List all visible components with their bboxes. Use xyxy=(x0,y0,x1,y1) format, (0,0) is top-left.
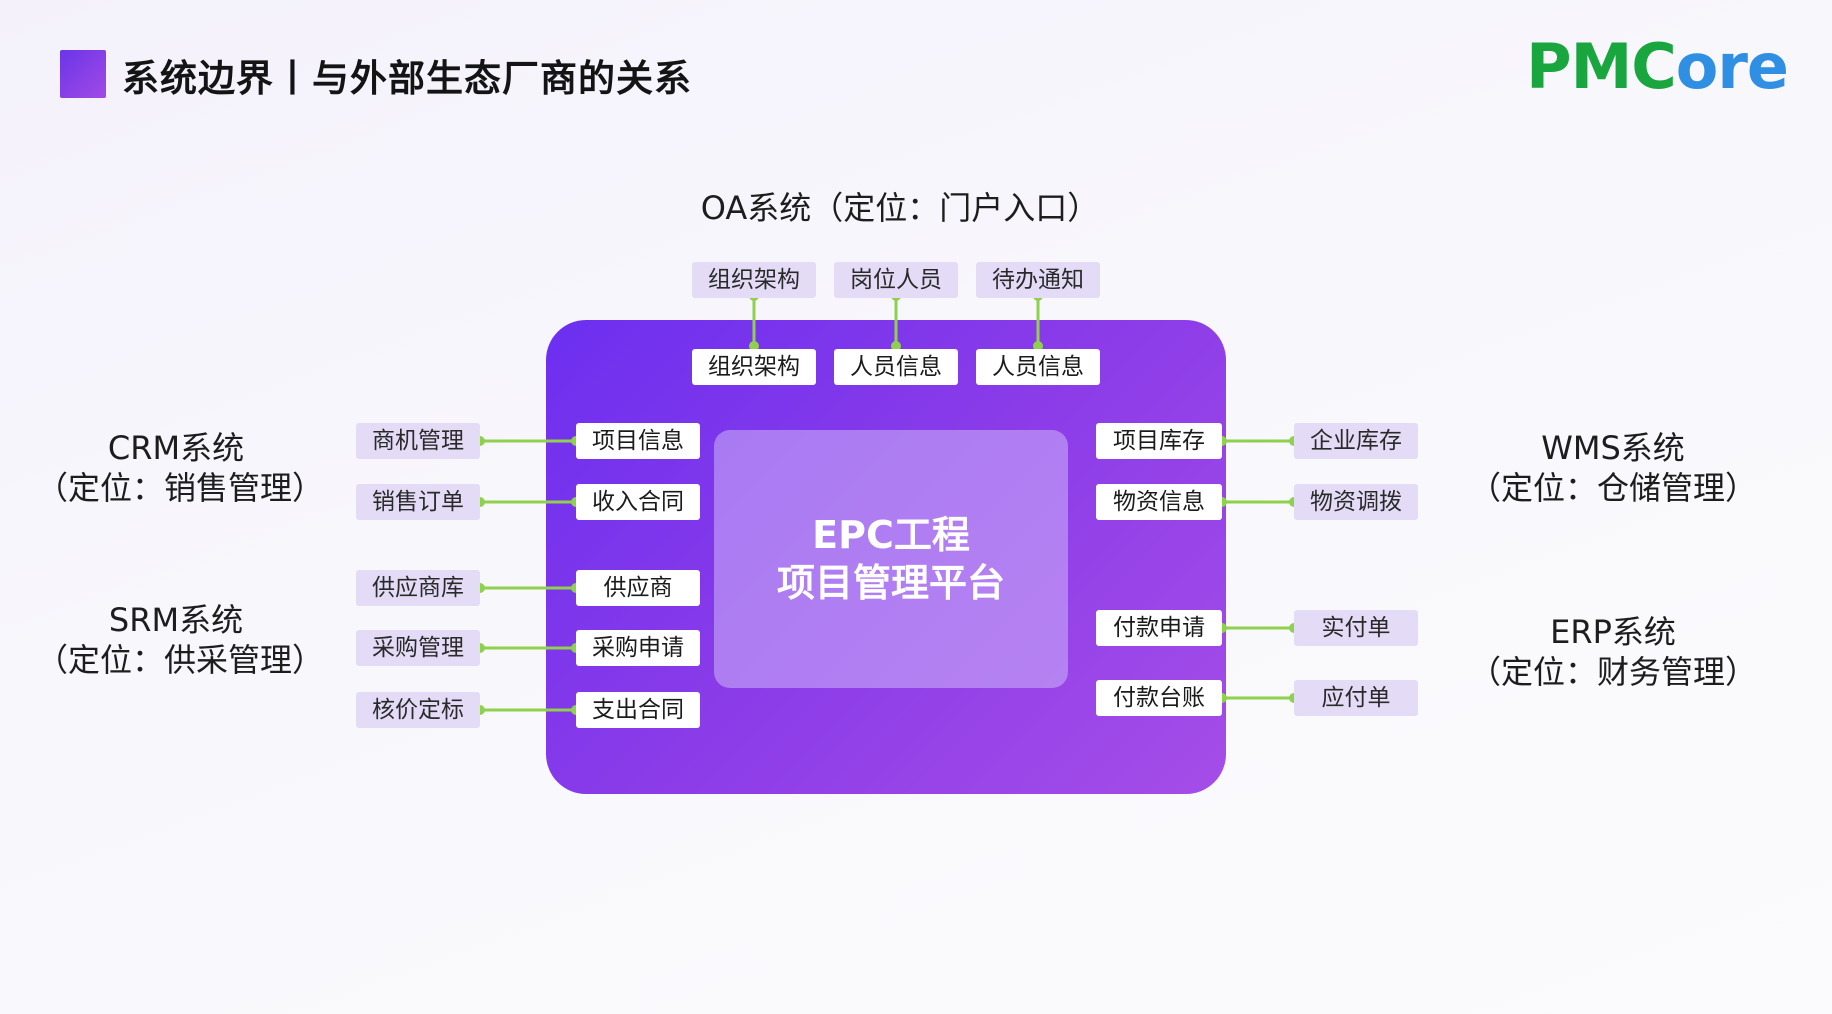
wms-system-name: WMS系统 xyxy=(1541,429,1685,467)
srm-tag-purchase-mgmt: 采购管理 xyxy=(356,630,480,666)
brand-logo: PMCore xyxy=(1526,30,1789,103)
wms-system-role: （定位：仓储管理） xyxy=(1468,469,1757,507)
oa-tag-org-structure: 组织架构 xyxy=(692,262,816,298)
srm-system-name: SRM系统 xyxy=(108,601,244,639)
wms-tag-material-transfer: 物资调拨 xyxy=(1294,484,1418,520)
platform-tag-staff-info-1: 人员信息 xyxy=(834,349,958,385)
erp-system-label: ERP系统 （定位：财务管理） xyxy=(1468,612,1758,692)
srm-tag-pricing: 核价定标 xyxy=(356,692,480,728)
platform-core-box: EPC工程 项目管理平台 xyxy=(714,430,1068,688)
platform-tag-project-info: 项目信息 xyxy=(576,423,700,459)
oa-tag-todo-notice: 待办通知 xyxy=(976,262,1100,298)
srm-system-role: （定位：供采管理） xyxy=(36,641,325,679)
crm-tag-opportunity: 商机管理 xyxy=(356,423,480,459)
erp-system-role: （定位：财务管理） xyxy=(1468,653,1757,691)
oa-system-title: OA系统（定位：门户入口） xyxy=(700,189,1100,227)
srm-system-label: SRM系统 （定位：供采管理） xyxy=(36,600,325,680)
platform-tag-org-structure: 组织架构 xyxy=(692,349,816,385)
brand-logo-core: ore xyxy=(1675,30,1789,103)
erp-tag-paid-bill: 实付单 xyxy=(1294,610,1418,646)
platform-tag-material-info: 物资信息 xyxy=(1096,484,1222,520)
crm-tag-sales-order: 销售订单 xyxy=(356,484,480,520)
erp-tag-payable-bill: 应付单 xyxy=(1294,680,1418,716)
crm-system-label: CRM系统 （定位：销售管理） xyxy=(36,428,325,508)
platform-name-line2: 项目管理平台 xyxy=(776,561,1005,605)
brand-logo-pm: PMC xyxy=(1526,30,1677,103)
platform-name-line1: EPC工程 xyxy=(812,513,970,557)
wms-system-label: WMS系统 （定位：仓储管理） xyxy=(1468,428,1758,508)
platform-tag-supplier: 供应商 xyxy=(576,570,700,606)
platform-tag-staff-info-2: 人员信息 xyxy=(976,349,1100,385)
platform-tag-payment-ledger: 付款台账 xyxy=(1096,680,1222,716)
platform-tag-payment-request: 付款申请 xyxy=(1096,610,1222,646)
platform-tag-income-contract: 收入合同 xyxy=(576,484,700,520)
erp-system-name: ERP系统 xyxy=(1550,613,1676,651)
oa-tag-positions: 岗位人员 xyxy=(834,262,958,298)
platform-tag-purchase-request: 采购申请 xyxy=(576,630,700,666)
wms-tag-enterprise-inventory: 企业库存 xyxy=(1294,423,1418,459)
srm-tag-supplier-lib: 供应商库 xyxy=(356,570,480,606)
title-accent-square xyxy=(60,50,106,98)
platform-tag-expense-contract: 支出合同 xyxy=(576,692,700,728)
crm-system-name: CRM系统 xyxy=(107,429,245,467)
page-title: 系统边界丨与外部生态厂商的关系 xyxy=(122,57,692,100)
crm-system-role: （定位：销售管理） xyxy=(36,469,325,507)
platform-tag-project-inventory: 项目库存 xyxy=(1096,423,1222,459)
